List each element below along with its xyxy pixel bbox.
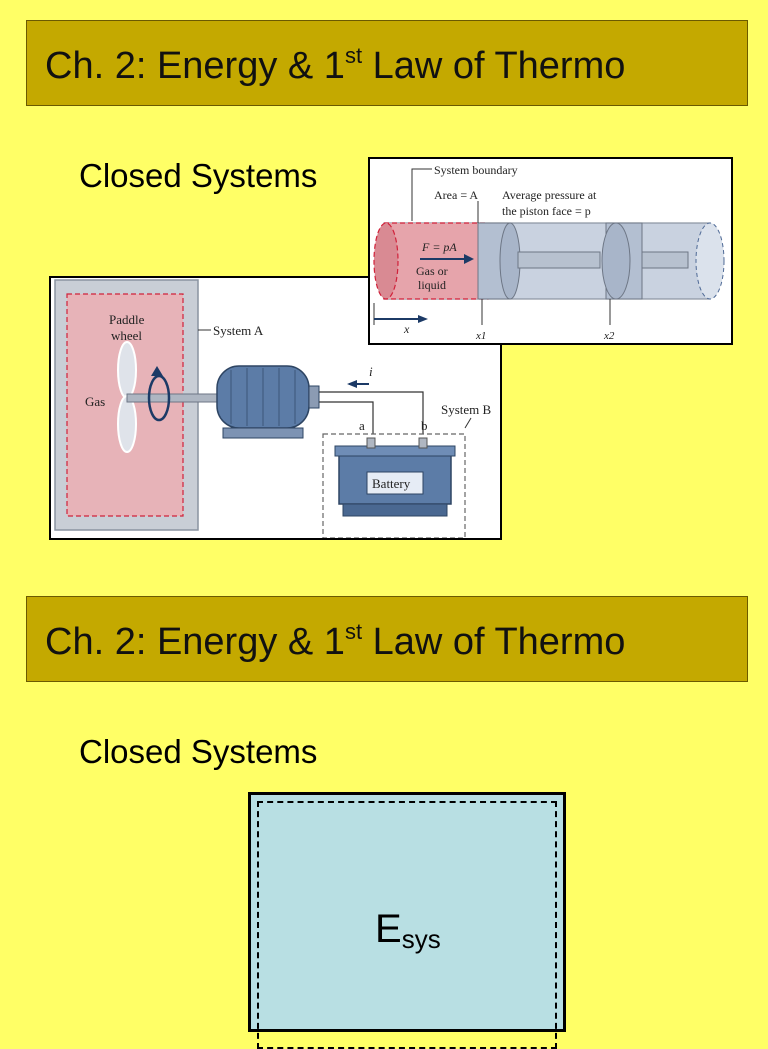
slide-title: Ch. 2: Energy & 1st Law of Thermo — [45, 619, 626, 663]
x2-label: x2 — [603, 330, 615, 342]
slide-title: Ch. 2: Energy & 1st Law of Thermo — [45, 43, 626, 87]
area-label: Area = A — [434, 188, 478, 202]
system-boundary-label: System boundary — [434, 163, 518, 177]
slide-subtitle: Closed Systems — [79, 157, 318, 194]
terminal-a-label: a — [359, 418, 365, 433]
x1-label: x1 — [475, 330, 486, 342]
terminal-b-label: b — [421, 418, 428, 433]
slide-1: Ch. 2: Energy & 1st Law of Thermo Closed… — [26, 20, 748, 540]
x-label: x — [403, 322, 410, 336]
slide-title-bar: Ch. 2: Energy & 1st Law of Thermo — [26, 20, 748, 106]
force-label: F = pA — [421, 240, 457, 254]
wheel-label: wheel — [111, 328, 142, 343]
liquid-label: liquid — [418, 278, 446, 292]
current-label: i — [369, 364, 373, 379]
system-energy-box: Esys — [248, 792, 566, 1049]
gas-label: Gas — [85, 394, 105, 409]
paddle-label: Paddle — [109, 312, 145, 327]
piston-cylinder-figure: System boundary Area = A Average pressur… — [368, 157, 733, 345]
esys-label: Esys — [375, 907, 441, 954]
avg-pressure-label-1: Average pressure at — [502, 188, 597, 202]
avg-pressure-label-2: the piston face = p — [502, 204, 591, 218]
system-b-label: System B — [441, 402, 492, 417]
battery-label: Battery — [372, 476, 411, 491]
system-a-label: System A — [213, 323, 264, 338]
gas-or-label: Gas or — [416, 264, 448, 278]
slide-subtitle: Closed Systems — [79, 733, 318, 770]
slide-title-bar: Ch. 2: Energy & 1st Law of Thermo — [26, 596, 748, 682]
